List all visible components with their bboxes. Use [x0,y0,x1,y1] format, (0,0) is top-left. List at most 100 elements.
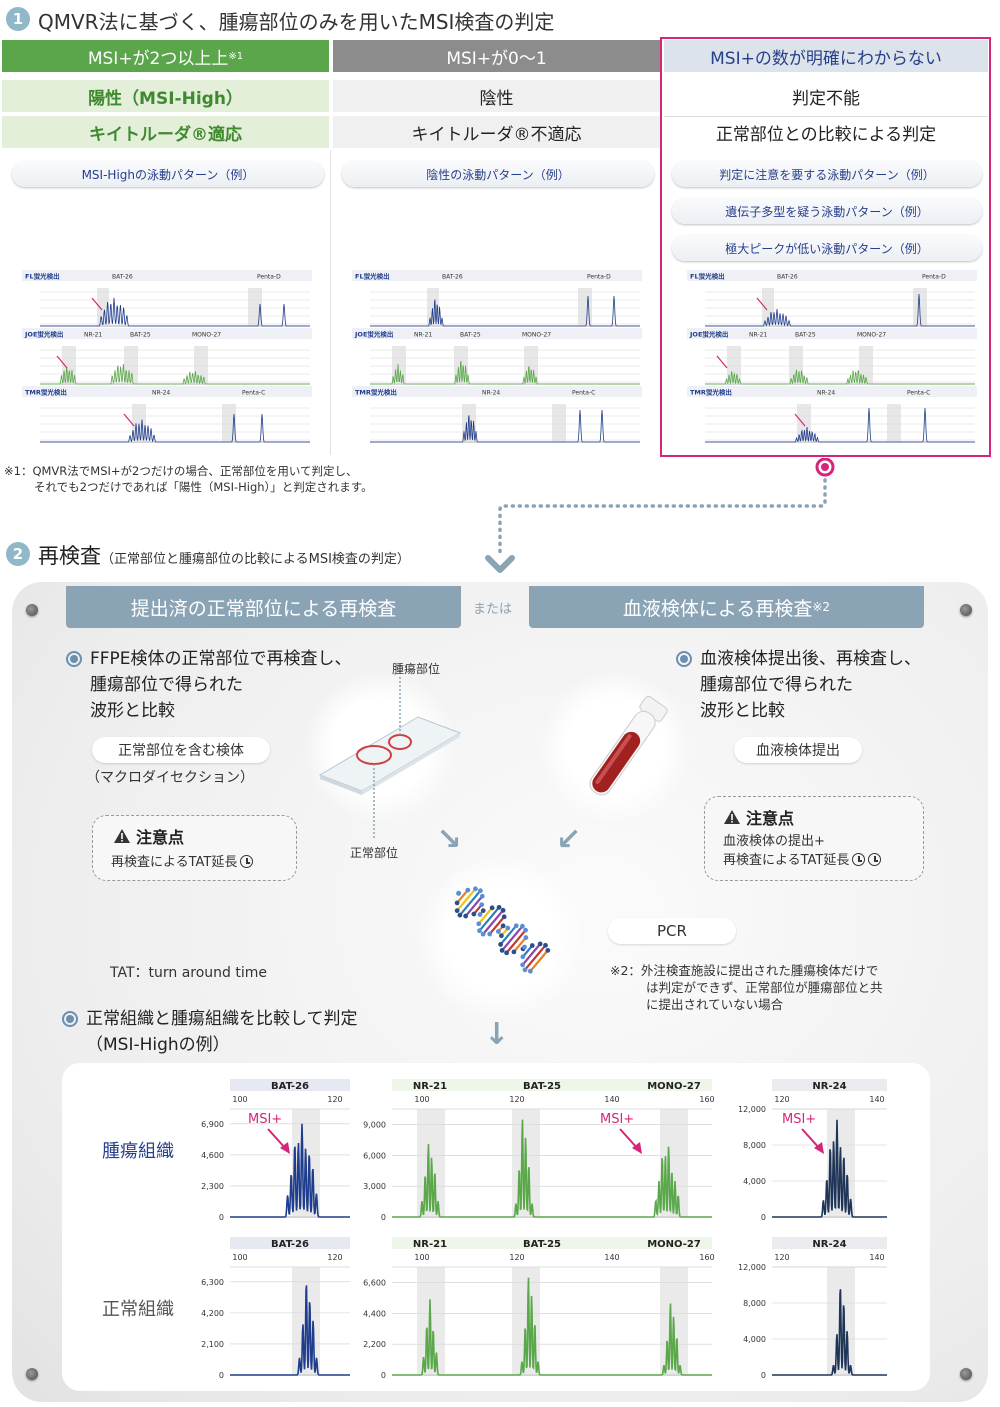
marker-label: NR-21 [413,1081,447,1092]
trace [705,293,975,327]
marker-label: BAT-26 [777,274,798,281]
y-tick-label: 0 [219,1371,224,1380]
marker-label: MONO-27 [192,332,221,339]
uncertain-highlight-frame [660,37,991,457]
marker-label: MONO-27 [522,332,551,339]
clock-icon [852,853,866,866]
y-tick-label: 6,900 [201,1120,224,1129]
pcr-label: PCR [608,918,736,944]
x-tick-label: 140 [604,1095,619,1104]
y-tick-label: 0 [761,1213,766,1222]
y-tick-label: 9,000 [363,1120,386,1129]
msi-arrow [794,413,806,427]
x-tick-label: 160 [699,1253,714,1262]
channel-name: TMR蛍光検出 [690,388,732,397]
y-tick-label: 4,200 [201,1309,224,1318]
msi-arrow [716,355,728,369]
arrow-down-icon: ↓ [484,1017,510,1052]
marker-label: BAT-26 [442,274,463,281]
section2-number: 2 [6,542,30,566]
channel-name: FL蛍光検出 [25,272,60,281]
marker-label: MONO-27 [647,1239,701,1250]
trace [392,1119,712,1218]
tat-note: TAT：turn around time [110,965,268,981]
msi-plus-label: MSI+ [782,1112,816,1127]
marker-label: NR-24 [482,390,500,397]
screw-icon [960,604,972,616]
marker-label: BAT-25 [460,332,481,339]
blood-sample-pill: 血液検体提出 [734,737,862,763]
column-divider [330,150,331,455]
tumor-tissue-label: 腫瘍組織 [102,1141,174,1162]
y-tick-label: 0 [381,1213,386,1222]
section2-heading: 再検査（正常部位と腫瘍部位の比較によるMSI検査の判定） [38,544,410,568]
marker-label: NR-21 [749,332,767,339]
bullet-icon [62,1011,78,1027]
trace [705,407,975,443]
x-tick-label: 140 [869,1253,884,1262]
y-tick-label: 8,000 [743,1299,766,1308]
y-tick-label: 4,400 [363,1309,386,1318]
warning-icon [114,829,130,843]
col3-extra-label-2: 極大ピークが低い泳動パターン（例） [672,235,982,261]
trace [370,360,640,385]
trace [40,413,310,443]
x-tick-label: 100 [232,1253,247,1262]
marker-label: Penta-C [572,390,595,397]
marker-label: BAT-26 [271,1081,309,1092]
msi-arrow [91,297,103,311]
col3-eligibility: 正常部位との比較による判定 [664,116,988,148]
right-bullet: 血液検体提出後、再検査し、 腫瘍部位で得られた 波形と比較 [676,646,921,724]
channel-2: TMR蛍光検出 NR-24 Penta-C [352,386,642,443]
compare-bullet: 正常組織と腫瘍組織を比較して判定 （MSI-Highの例） [62,1006,358,1058]
channel-name: TMR蛍光検出 [355,388,397,397]
x-tick-label: 120 [327,1095,342,1104]
dotted-connector [485,458,835,573]
y-tick-label: 3,000 [363,1182,386,1191]
left-caution-box: 注意点 再検査によるTAT延長 [92,815,297,881]
or-label: または [473,602,513,617]
col3-extra-label-1: 遺伝子多型を疑う泳動パターン（例） [672,198,982,224]
footnote-1-line1: ※1：QMVR法でMSI+が2つだけの場合、正常部位を用いて判定し、 [4,464,358,478]
col3-pattern-label: 判定に注意を要する泳動パターン（例） [672,161,982,187]
marker-label: NR-21 [414,332,432,339]
marker-label: BAT-26 [271,1239,309,1250]
comparison-results-panel [62,1063,930,1391]
marker-label: NR-24 [817,390,835,397]
col1-result: 陽性（MSI-High） [2,80,329,112]
marker-label: NR-24 [152,390,170,397]
col1-eligibility: キイトルーダ®適応 [2,116,329,148]
left-retest-banner: 提出済の正常部位による再検査 [66,586,461,628]
x-tick-label: 120 [509,1095,524,1104]
y-tick-label: 4,000 [743,1335,766,1344]
trace [40,297,310,327]
slide-icon [318,677,462,840]
x-tick-label: 120 [327,1253,342,1262]
normal-site-label: 正常部位 [350,846,399,860]
marker-label: NR-24 [812,1081,846,1092]
macrodissection-label: （マクロダイセクション） [86,770,254,786]
right-caution-box: 注意点 血液検体の提出+ 再検査によるTAT延長 [704,796,924,881]
normal-tissue-label: 正常組織 [102,1299,174,1320]
channel-name: JOE蛍光検出 [24,330,63,339]
marker-label: Penta-C [907,390,930,397]
section1-number: 1 [6,7,30,31]
bullet-icon [66,651,82,667]
marker-label: Penta-D [257,274,281,281]
marker-label: BAT-25 [795,332,816,339]
channel-name: FL蛍光検出 [355,272,390,281]
msi-plus-label: MSI+ [600,1112,634,1127]
x-tick-label: 100 [414,1253,429,1262]
